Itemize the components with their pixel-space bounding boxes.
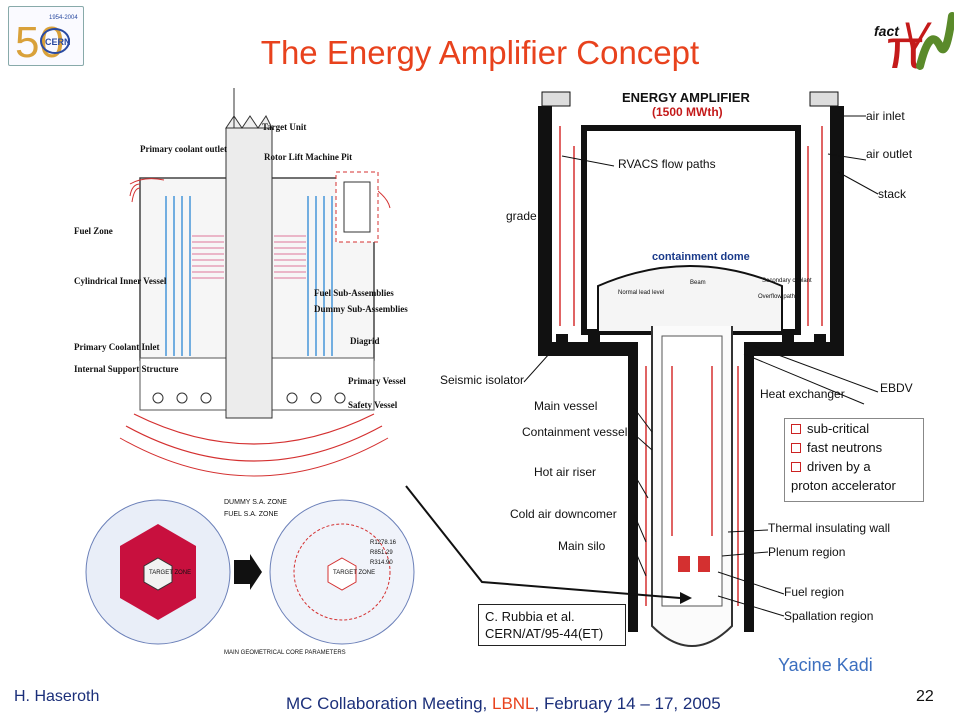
label-target-zone-left: TARGET ZONE	[149, 570, 191, 576]
label-plenum: Plenum region	[768, 545, 845, 559]
label-r3: R314.90	[370, 560, 393, 566]
bullet-icon	[791, 442, 801, 453]
label-r1: R1278.16	[370, 540, 397, 546]
label-fuel-zone-sa: FUEL S.A. ZONE	[224, 511, 279, 518]
label-dummy-sub: Dummy Sub-Assemblies	[314, 304, 408, 314]
citation-line-1: C. Rubbia et al.	[485, 609, 575, 624]
label-r2: R851.29	[370, 550, 393, 556]
label-overflow: Overflow path	[758, 294, 795, 300]
legend-item: proton accelerator	[791, 478, 896, 493]
label-target-zone-right: TARGET ZONE	[333, 570, 375, 576]
cern-logo-number: 50	[15, 18, 64, 65]
ea-power: (1500 MWth)	[652, 105, 723, 119]
label-heat-exchanger: Heat exchanger	[760, 387, 845, 401]
cern-logo-years: 1954-2004	[49, 15, 78, 21]
footer-meeting: MC Collaboration Meeting, LBNL, February…	[286, 694, 721, 713]
label-primary-coolant-inlet: Primary Coolant Inlet	[74, 342, 160, 352]
properties-legend: sub-critical fast neutrons driven by a p…	[784, 418, 924, 502]
pointer-arrow	[405, 485, 692, 604]
label-main-vessel: Main vessel	[534, 399, 597, 413]
citation-box: C. Rubbia et al. CERN/AT/95-44(ET)	[478, 604, 626, 646]
bullet-icon	[791, 423, 801, 434]
legend-item: driven by a	[785, 457, 923, 476]
citation-line-2: CERN/AT/95-44(ET)	[485, 626, 604, 641]
label-hot-air-riser: Hot air riser	[534, 465, 596, 479]
label-air-outlet: air outlet	[866, 147, 913, 161]
legend-item: fast neutrons	[785, 438, 923, 457]
label-ebdv: EBDV	[880, 381, 913, 395]
slide-title: The Energy Amplifier Concept	[260, 34, 700, 71]
label-seismic: Seismic isolator	[440, 373, 524, 387]
label-diagrid: Diagrid	[350, 336, 380, 346]
reactor-cross-section-figure: Target Unit Rotor Lift Machine Pit Prima…	[74, 88, 430, 488]
label-primary-coolant-outlet: Primary coolant outlet	[140, 144, 227, 154]
label-fuel-zone: Fuel Zone	[74, 226, 113, 236]
label-containment-dome: containment dome	[652, 251, 750, 263]
core-layout-figure: TARGET ZONE TARGET ZONE DUMMY S.A. ZONE …	[74, 492, 422, 664]
author-name: Yacine Kadi	[778, 655, 873, 675]
label-secondary-coolant: Secondary coolant	[762, 278, 812, 284]
bullet-icon	[791, 461, 801, 472]
energy-amplifier-schematic: ENERGY AMPLIFIER (1500 MWth) air inlet a…	[438, 86, 932, 666]
label-thermal-wall: Thermal insulating wall	[768, 521, 890, 535]
cern-50-logo: 50 CERN 1954-2004	[8, 6, 84, 67]
label-beam: Beam	[690, 280, 706, 286]
page-number: 22	[916, 688, 934, 705]
fact-logo: π V fact	[872, 6, 956, 80]
label-main-silo: Main silo	[558, 539, 606, 553]
ea-header: ENERGY AMPLIFIER	[622, 90, 750, 105]
label-rotor-lift: Rotor Lift Machine Pit	[264, 152, 352, 162]
label-cold-air: Cold air downcomer	[510, 507, 617, 521]
label-rvacs: RVACS flow paths	[618, 157, 716, 171]
label-spallation: Spallation region	[784, 609, 873, 623]
label-air-inlet: air inlet	[866, 109, 905, 123]
label-safety-vessel: Safety Vessel	[348, 400, 398, 410]
label-primary-vessel: Primary Vessel	[348, 376, 406, 386]
label-containment-vessel: Containment vessel	[522, 425, 627, 439]
label-core-caption: MAIN GEOMETRICAL CORE PARAMETERS	[224, 650, 346, 656]
label-dummy-zone: DUMMY S.A. ZONE	[224, 499, 287, 506]
label-fuel-region: Fuel region	[784, 585, 844, 599]
label-internal-support: Internal Support Structure	[74, 364, 178, 374]
label-normal-lead: Normal lead level	[618, 290, 664, 296]
footer-lbnl: LBNL	[491, 694, 535, 713]
label-cyl-inner-vessel: Cylindrical Inner Vessel	[74, 276, 167, 286]
cern-logo-text: CERN	[45, 37, 71, 47]
label-stack: stack	[878, 187, 907, 201]
label-grade: grade	[506, 209, 537, 223]
fact-logo-text: fact	[874, 23, 900, 39]
footer-presenter: H. Haseroth	[14, 688, 100, 705]
label-fuel-sub: Fuel Sub-Assemblies	[314, 288, 394, 298]
label-target-unit: Target Unit	[262, 122, 306, 132]
legend-item: sub-critical	[785, 419, 923, 438]
